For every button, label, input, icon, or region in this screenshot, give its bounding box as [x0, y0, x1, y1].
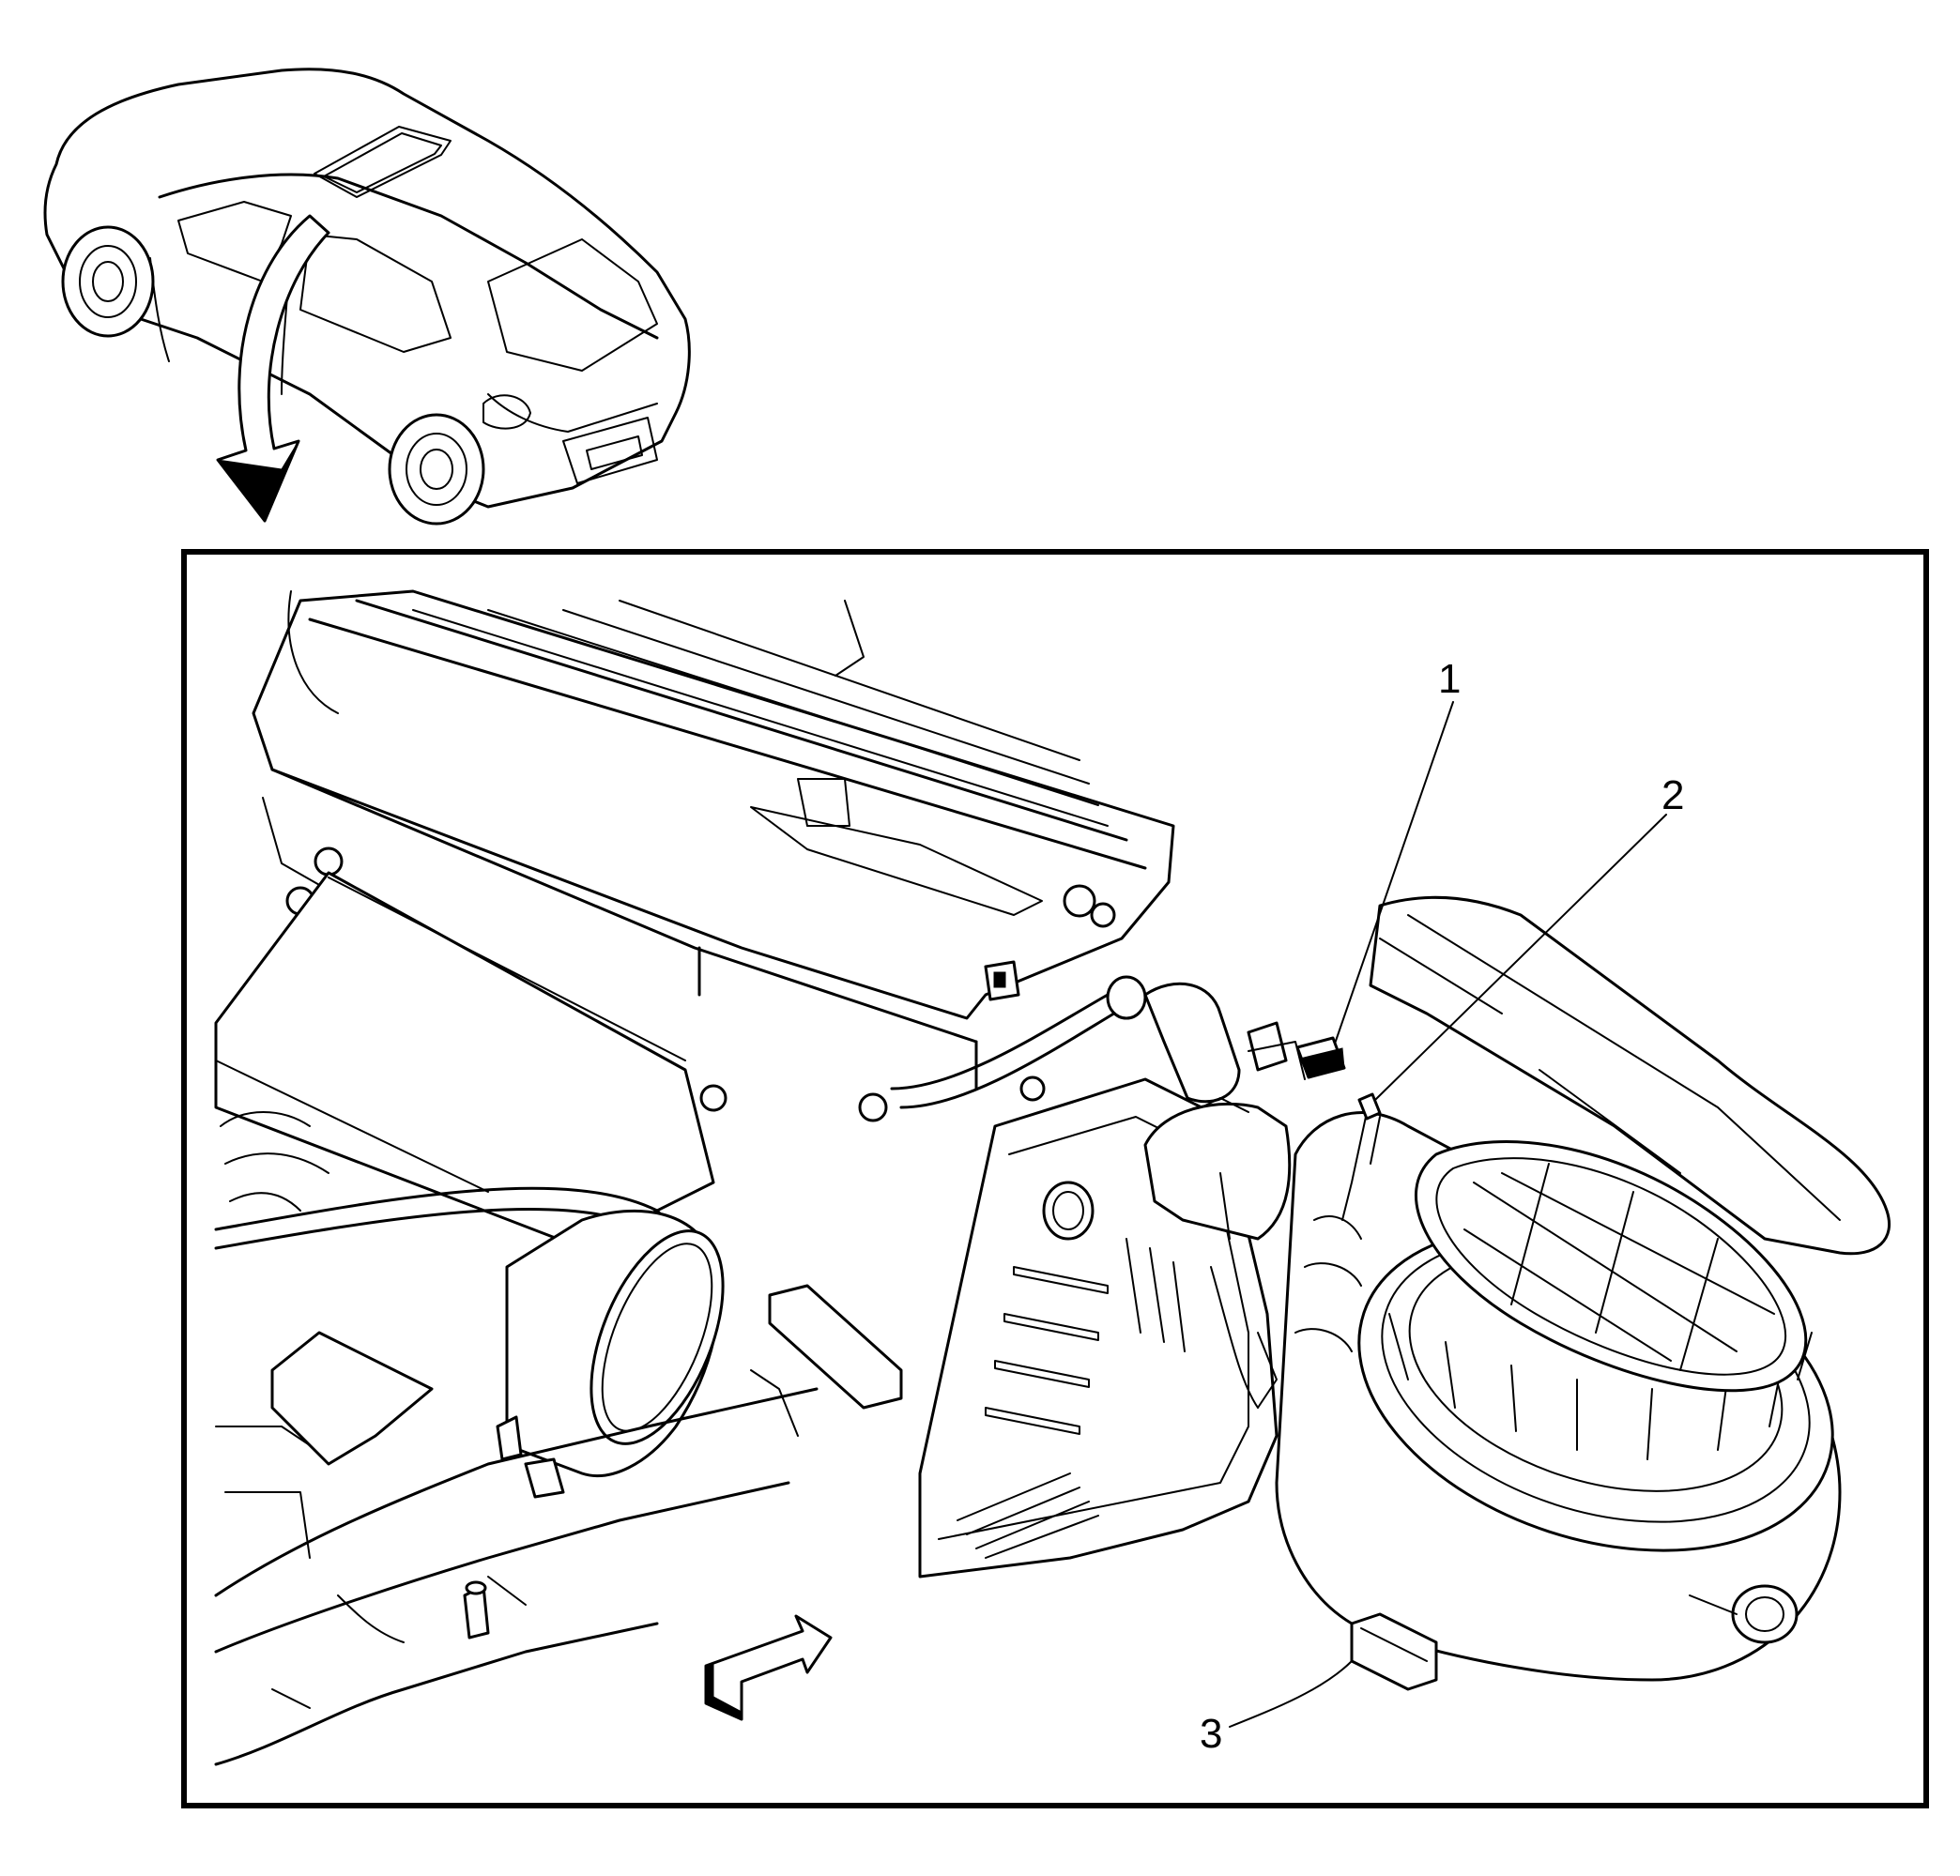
callout-1-label: 1: [1438, 656, 1461, 702]
callout-2: 2: [1374, 772, 1684, 1101]
callout-3: 3: [1200, 1660, 1353, 1757]
callout-3-label: 3: [1200, 1711, 1222, 1757]
curved-view-arrow-icon: [216, 214, 330, 523]
car-locator-icon: [43, 68, 691, 526]
blower-motor-assembly: [1248, 895, 1891, 1691]
hvac-module-housing: [214, 589, 1292, 1766]
callout-1: 1: [1334, 656, 1461, 1045]
forward-direction-arrow-icon: [704, 1614, 833, 1721]
callout-2-label: 2: [1661, 772, 1684, 818]
